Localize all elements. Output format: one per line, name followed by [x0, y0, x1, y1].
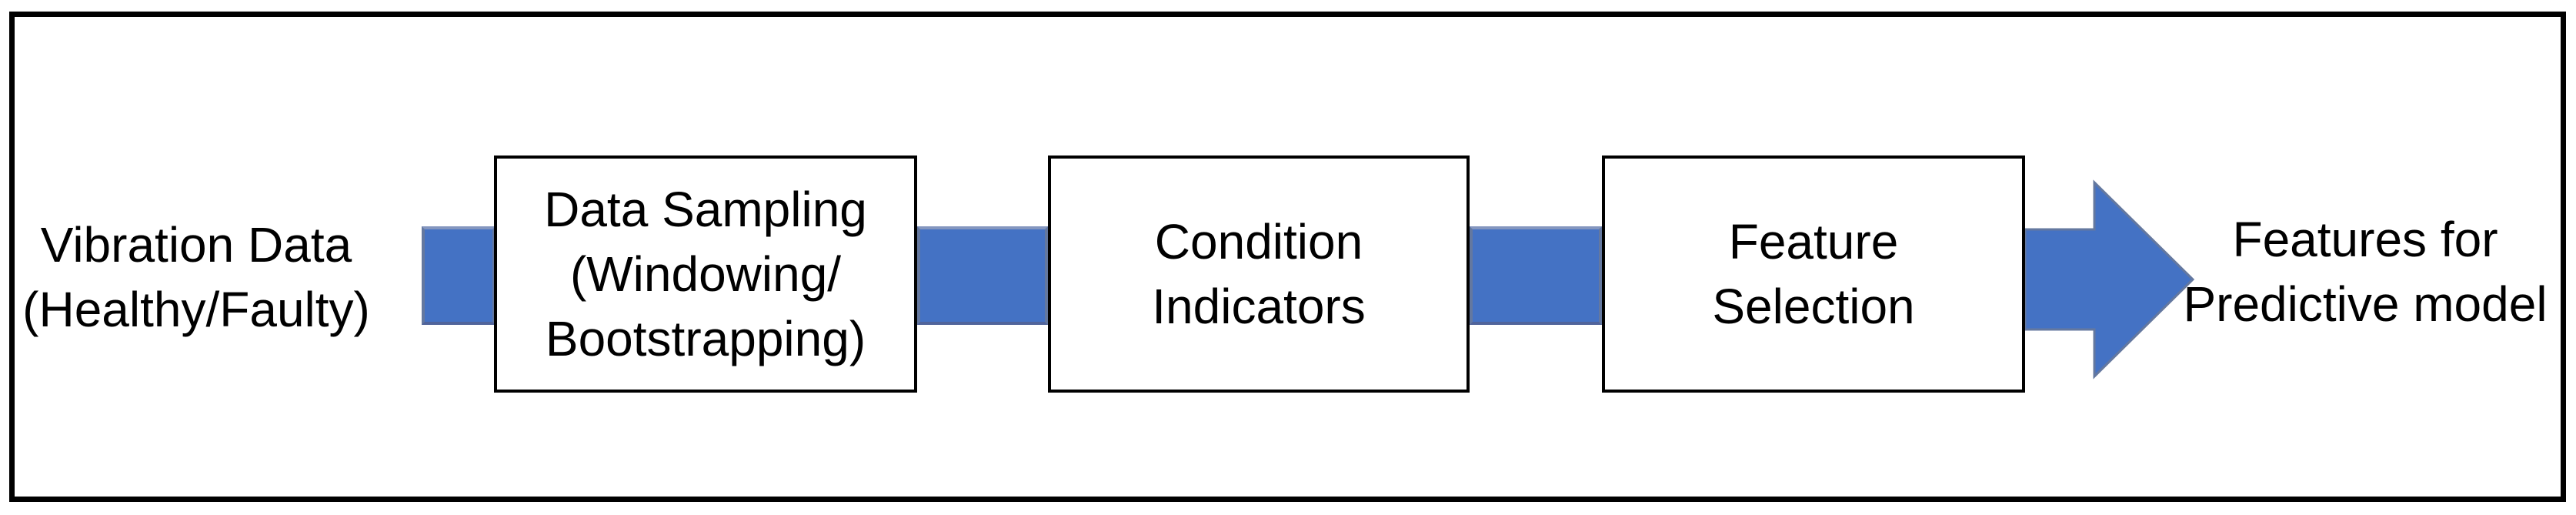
diagram-border-frame [9, 12, 2566, 502]
arrow-right-icon [2024, 179, 2195, 380]
box-label-line: Selection [1712, 279, 1915, 334]
flow-connector-2 [917, 226, 1048, 325]
box-label-line: Indicators [1152, 279, 1366, 334]
box-label-line: Condition [1154, 214, 1363, 269]
label-line: Vibration Data [40, 217, 352, 273]
flow-connector-3 [1470, 226, 1602, 325]
box-label-line: (Windowing/ [569, 246, 842, 302]
box-label-line: Feature [1728, 214, 1899, 269]
label-features-for-predictive-model: Features for Predictive model [2183, 207, 2547, 336]
label-line: Features for [2232, 212, 2498, 267]
label-vibration-data: Vibration Data (Healthy/Faulty) [22, 212, 370, 342]
label-line: (Healthy/Faulty) [22, 282, 370, 337]
flow-box-data-sampling: Data Sampling (Windowing/ Bootstrapping) [494, 156, 917, 393]
flow-box-feature-selection: Feature Selection [1602, 156, 2025, 393]
box-label-line: Data Sampling [544, 182, 867, 237]
flow-connector-1 [422, 226, 496, 325]
box-label-line: Bootstrapping) [545, 311, 866, 366]
flow-box-condition-indicators: Condition Indicators [1048, 156, 1470, 393]
label-line: Predictive model [2183, 276, 2548, 332]
